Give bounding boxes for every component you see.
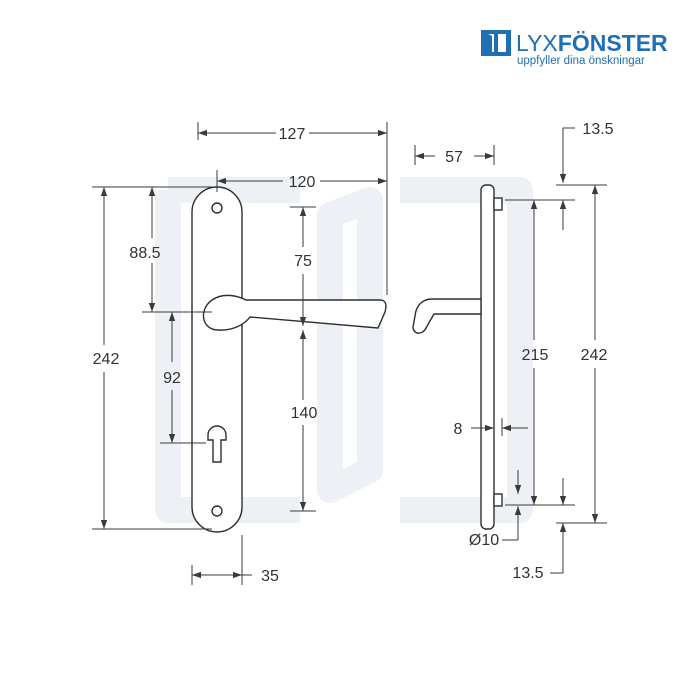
dim-bolt-spacing: 215 <box>522 347 549 364</box>
watermark-logo <box>155 177 533 523</box>
brand-logo: LYXFÖNSTER uppfyller dina önskningar <box>481 30 668 67</box>
lever-handle <box>202 294 387 331</box>
dim-plate-width: 35 <box>261 568 279 585</box>
dim-lower-vertical: 140 <box>291 405 318 422</box>
dim-plate-thickness: 8 <box>454 421 463 438</box>
dim-total-width: 127 <box>279 126 306 143</box>
dim-handle-to-key: 92 <box>163 370 181 387</box>
dim-upper-vertical: 75 <box>294 253 312 270</box>
dim-projection: 57 <box>445 149 463 166</box>
top-bolt <box>493 197 503 211</box>
dim-bottom-offset: 13.5 <box>512 565 543 582</box>
dim-side-plate-height: 242 <box>581 347 608 364</box>
window-logo-icon <box>481 30 511 56</box>
brand-name: LYXFÖNSTER <box>516 30 668 56</box>
side-view: 57 13.5 215 242 8 Ø10 13 <box>412 121 614 582</box>
key-cylinder-hole <box>207 425 227 463</box>
bottom-bolt <box>493 493 503 507</box>
side-handle <box>412 298 482 334</box>
top-screw-hole <box>211 202 223 214</box>
dim-handle-reach: 120 <box>289 174 316 191</box>
bottom-screw-hole <box>211 505 223 517</box>
dim-handle-to-top: 88.5 <box>129 245 160 262</box>
side-plate <box>480 184 495 530</box>
front-view: 127 120 242 88.5 92 75 140 <box>92 122 388 585</box>
brand-tagline: uppfyller dina önskningar <box>517 55 645 67</box>
dim-plate-height: 242 <box>93 351 120 368</box>
dim-top-offset: 13.5 <box>582 121 613 138</box>
dim-bolt-diameter: Ø10 <box>469 532 499 549</box>
backplate <box>191 186 243 533</box>
